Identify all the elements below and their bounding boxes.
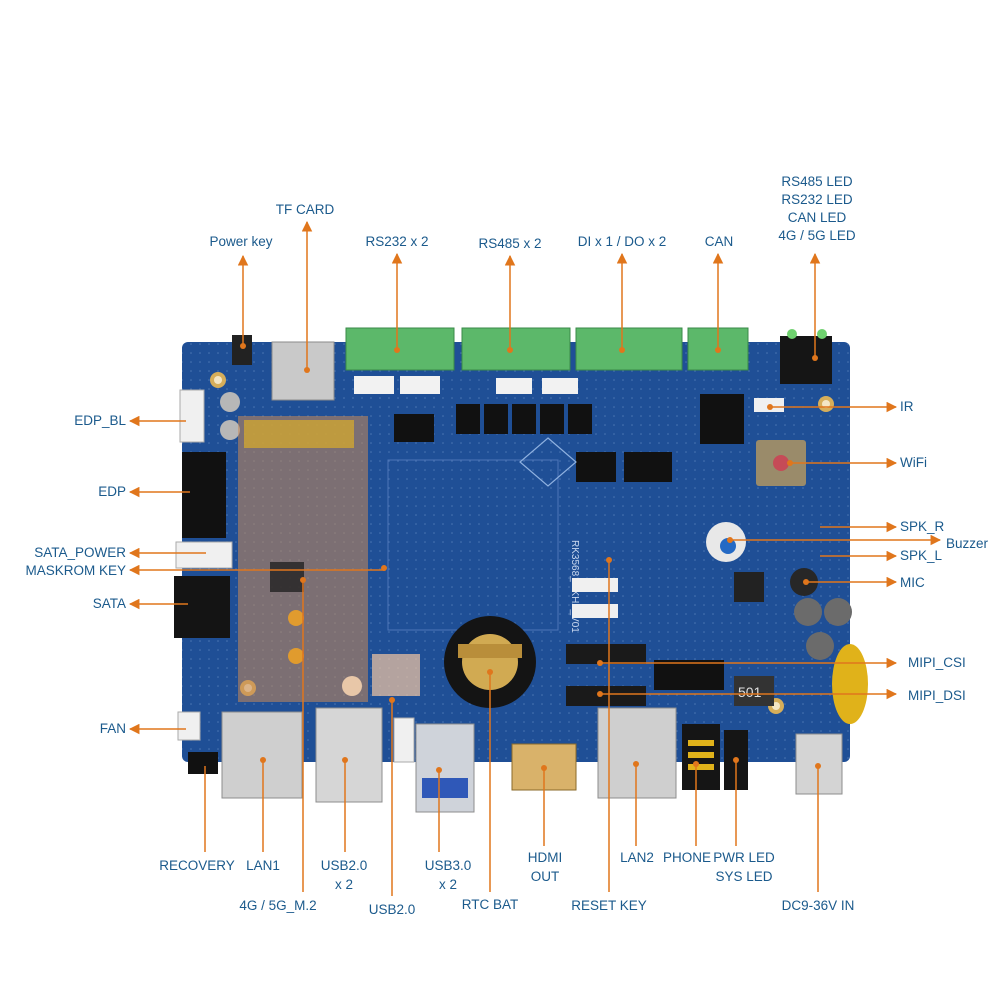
label-sys-led: SYS LED: [715, 869, 773, 884]
label-m2: 4G / 5G_M.2: [239, 898, 317, 913]
label-usb30-line1: USB3.0: [424, 858, 472, 873]
top-components: [232, 327, 832, 486]
label-tf-card: TF CARD: [275, 202, 335, 217]
left-components: [174, 389, 240, 774]
label-lan1: LAN1: [246, 858, 280, 873]
label-phone: PHONE: [662, 850, 711, 865]
m2-module: [238, 416, 368, 702]
label-lan2: LAN2: [620, 850, 654, 865]
bottom-components: [221, 707, 843, 813]
label-usb20: USB2.0: [368, 902, 416, 917]
inductor-silkscreen: 501: [738, 684, 762, 700]
label-mic: MIC: [900, 575, 925, 590]
callout-lines: [128, 220, 942, 896]
label-spk-l: SPK_L: [900, 548, 943, 563]
label-pwr-led: PWR LED: [713, 850, 775, 865]
label-maskrom-key: MASKROM KEY: [25, 563, 126, 578]
label-led-rs232: RS232 LED: [781, 192, 853, 207]
label-usb20x2: USB2.0 x 2: [312, 858, 376, 893]
label-can: CAN: [704, 234, 734, 249]
label-rtc-bat: RTC BAT: [461, 897, 519, 912]
label-mipi-csi: MIPI_CSI: [908, 655, 966, 670]
label-edp-bl: EDP_BL: [74, 413, 126, 428]
label-sata: SATA: [92, 596, 126, 611]
label-usb30: USB3.0 x 2: [416, 858, 480, 893]
label-usb30-line2: x 2: [438, 877, 457, 892]
label-buzzer: Buzzer: [946, 536, 989, 551]
label-rs485: RS485 x 2: [478, 236, 542, 251]
label-hdmi: HDMI OUT: [516, 850, 574, 885]
label-led-can: CAN LED: [787, 210, 847, 225]
rtc-battery-holder: [444, 616, 536, 708]
label-wifi: WiFi: [900, 455, 927, 470]
label-dc-in: DC9-36V IN: [781, 898, 855, 913]
label-usb20x2-line2: x 2: [334, 877, 353, 892]
label-recovery: RECOVERY: [159, 858, 235, 873]
label-dio: DI x 1 / DO x 2: [577, 234, 667, 249]
label-spk-r: SPK_R: [900, 519, 945, 534]
callout-dots: [240, 343, 821, 773]
label-edp: EDP: [98, 484, 126, 499]
label-usb20x2-line1: USB2.0: [320, 858, 368, 873]
label-ir: IR: [900, 399, 914, 414]
label-mipi-dsi: MIPI_DSI: [908, 688, 966, 703]
label-power-key: Power key: [209, 234, 273, 249]
label-leds: RS485 LED RS232 LED CAN LED 4G / 5G LED: [760, 174, 874, 244]
label-led-4g5g: 4G / 5G LED: [778, 228, 856, 243]
label-hdmi-line2: OUT: [530, 869, 560, 884]
label-status-leds: PWR LED SYS LED: [704, 850, 784, 885]
label-sata-power: SATA_POWER: [34, 545, 126, 560]
label-led-rs485: RS485 LED: [781, 174, 853, 189]
label-hdmi-line1: HDMI: [527, 850, 563, 865]
label-rs232: RS232 x 2: [365, 234, 429, 249]
label-fan: FAN: [99, 721, 126, 736]
label-reset-key: RESET KEY: [571, 898, 647, 913]
